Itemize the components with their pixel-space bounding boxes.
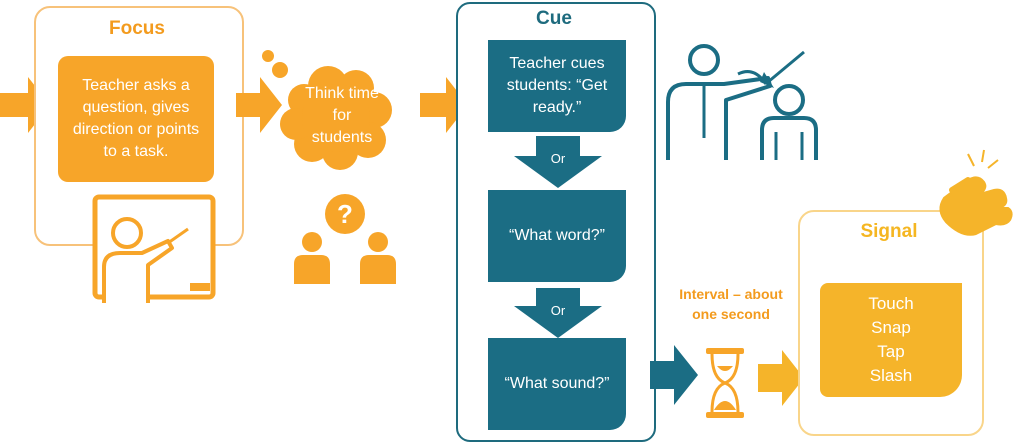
arrow-down-icon <box>514 288 602 338</box>
signal-title: Signal <box>860 221 918 242</box>
or-label: Or <box>550 151 566 166</box>
cue-step-card: Teacher cues students: “Get ready.” <box>488 40 626 132</box>
think-text: Think time for students <box>305 85 379 146</box>
focus-title: Focus <box>109 18 165 39</box>
cue-title: Cue <box>536 8 572 29</box>
arrow-right-icon <box>650 345 698 405</box>
thought-cloud-icon <box>262 50 392 170</box>
signal-item: Touch <box>868 294 914 313</box>
svg-text:?: ? <box>337 199 353 229</box>
or-label: Or <box>550 303 566 318</box>
cue-step-card: “What sound?” <box>488 338 626 430</box>
cue-step-card: “What word?” <box>488 190 626 282</box>
arrow-right-icon <box>758 350 804 406</box>
focus-card: Teacher asks a question, gives direction… <box>58 56 214 182</box>
signal-item: Snap <box>871 318 911 337</box>
teacher-pointing-student-icon <box>666 44 818 160</box>
arrow-down-icon <box>514 136 602 188</box>
arrow-right-icon <box>236 77 282 133</box>
signal-item: Slash <box>869 366 913 385</box>
hourglass-icon <box>706 348 744 418</box>
snapping-hand-icon <box>939 149 1013 236</box>
interval-label: Interval – about one second <box>679 286 783 322</box>
signal-card: Touch Snap Tap Slash <box>820 283 962 397</box>
signal-item: Tap <box>877 342 905 361</box>
question-students-icon: ? <box>294 194 396 284</box>
teacher-whiteboard-icon <box>92 194 216 303</box>
